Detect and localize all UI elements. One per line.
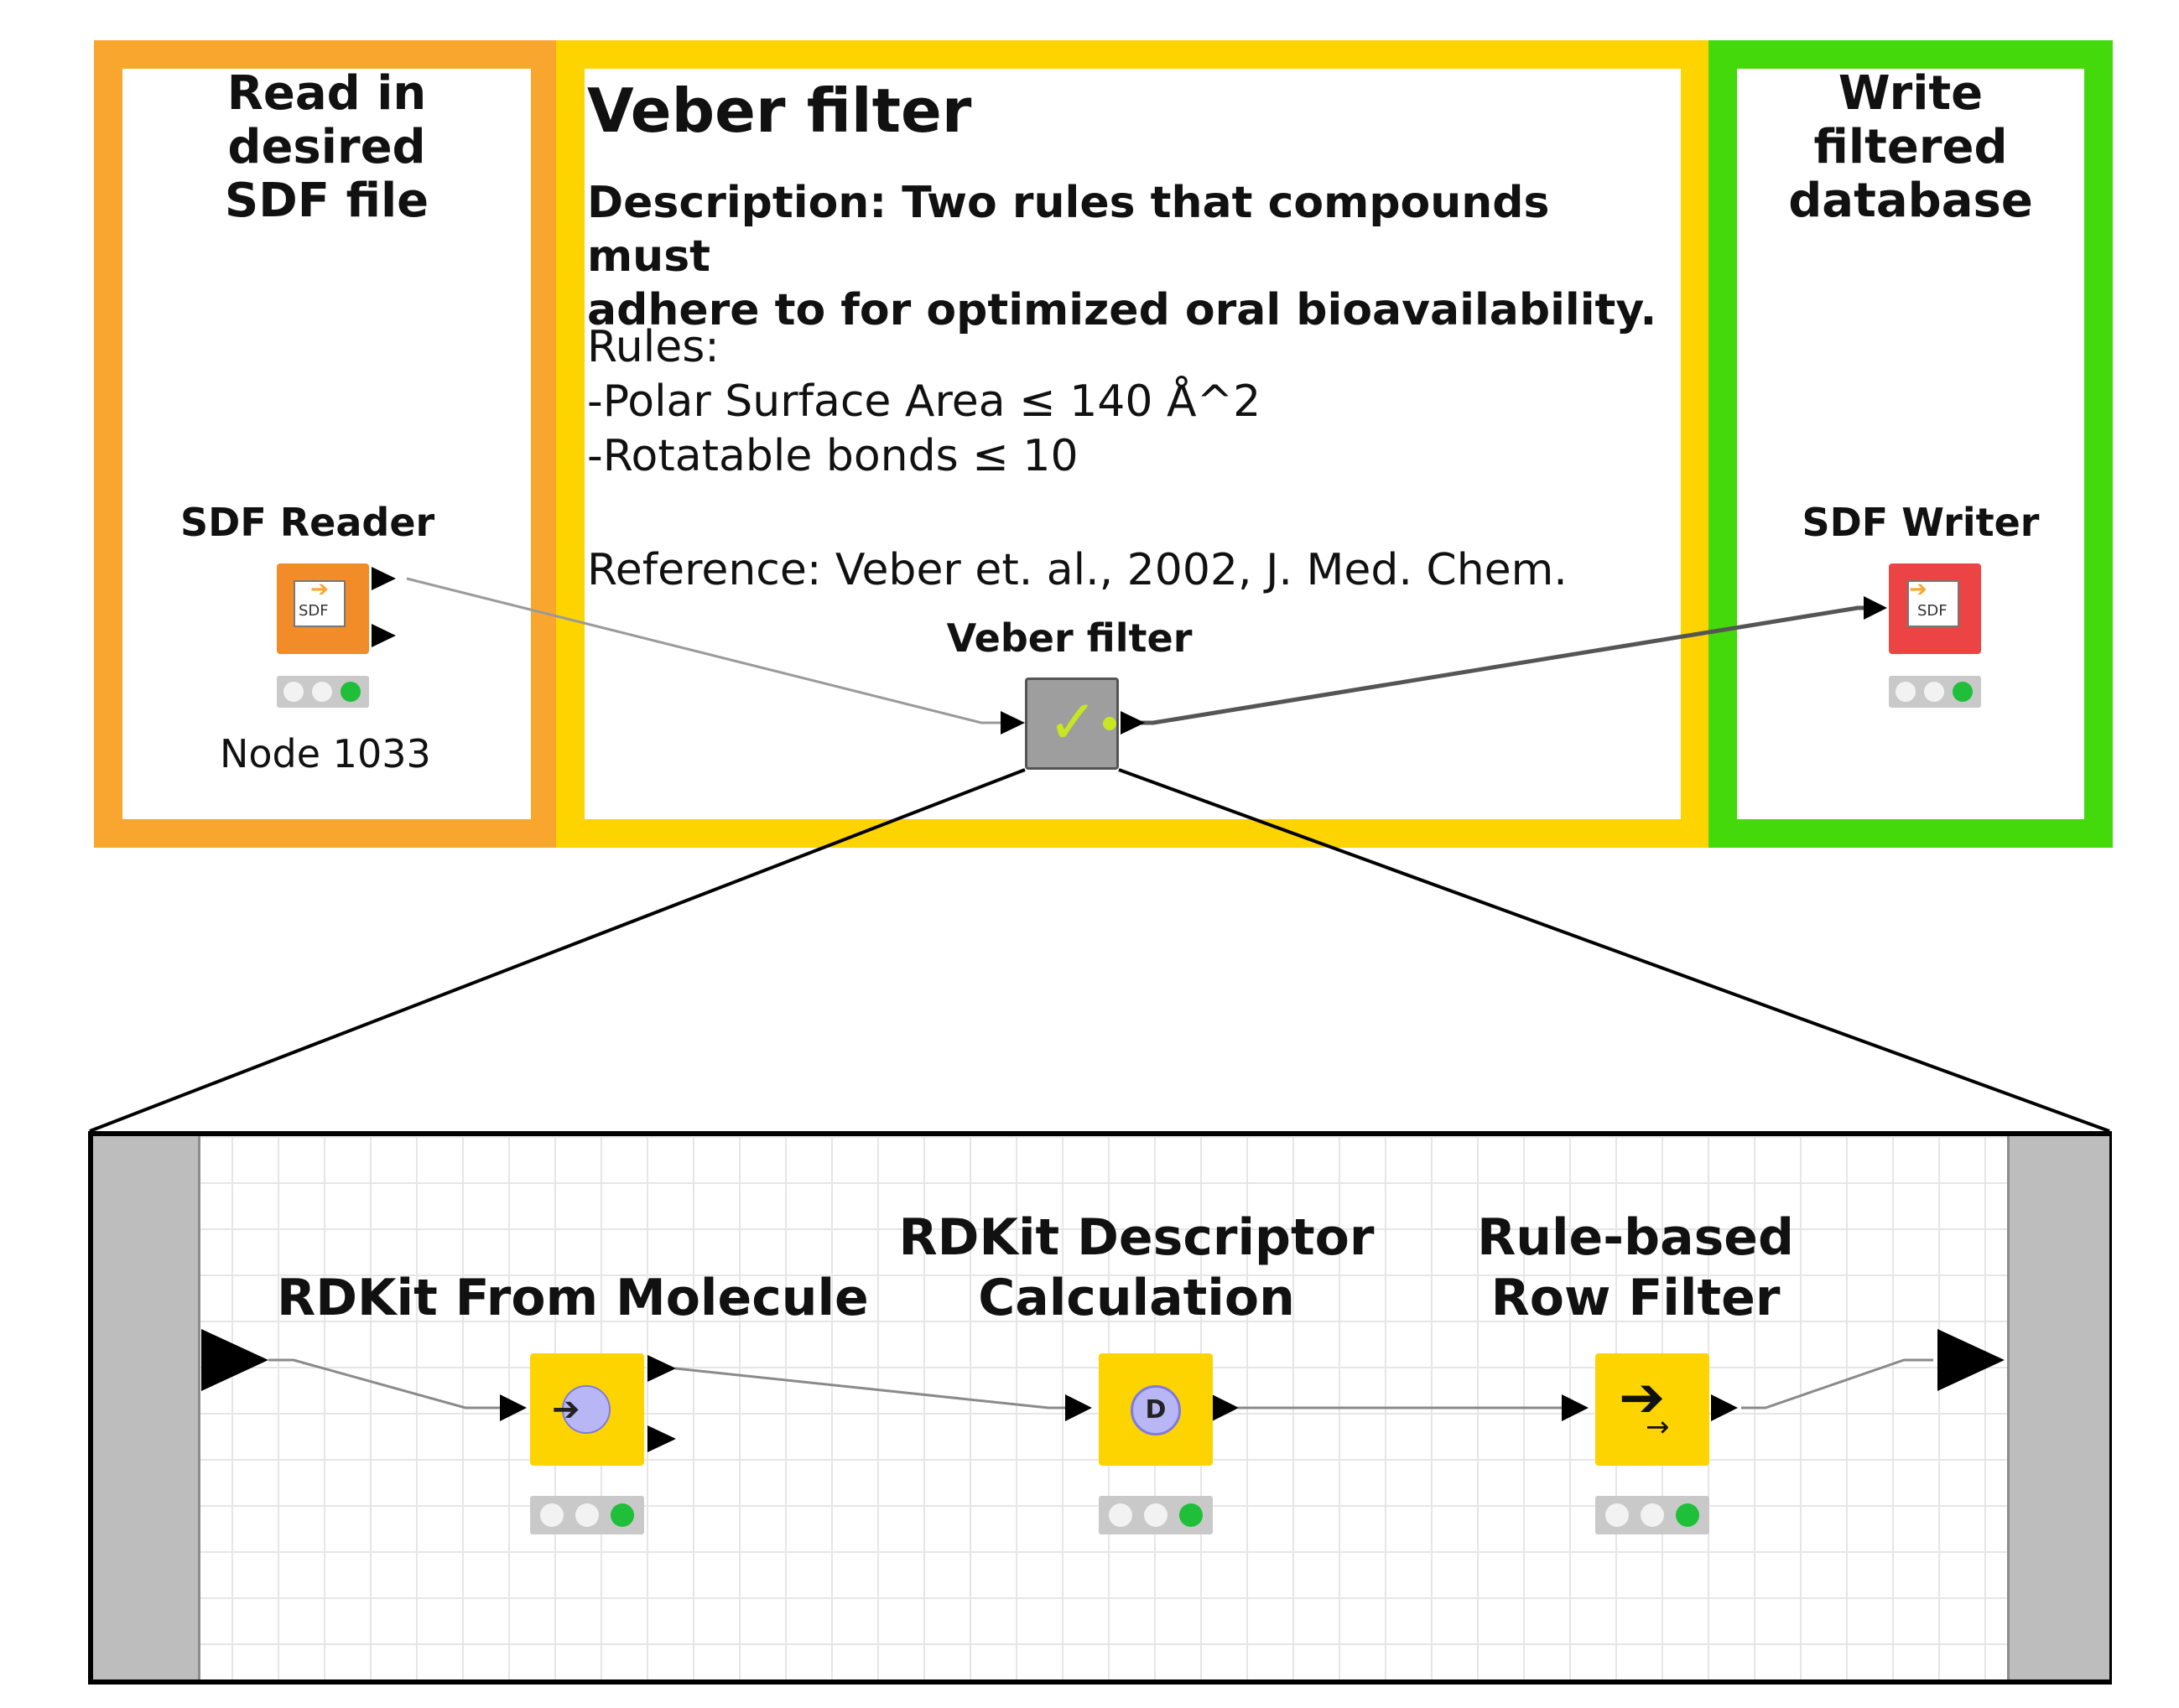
filter-out-port — [1711, 1394, 1738, 1421]
reference-text: Reference: Veber et. al., 2002, J. Med. … — [587, 545, 1568, 595]
arrow-right-icon: ➔ — [1909, 577, 1927, 602]
annotation-veber-filter — [556, 40, 1709, 848]
veber-out-indicator — [1103, 717, 1116, 730]
descriptor-icon: D — [1131, 1385, 1181, 1435]
veber-description: Description: Two rules that compounds mu… — [587, 178, 1657, 335]
metanode-out-port — [1937, 1329, 2005, 1391]
zoom-line-right — [1118, 768, 2110, 1133]
rule-filter-icon: ➔ — [1619, 1365, 1666, 1430]
sdf-writer-node[interactable]: ➔ SDF — [1889, 563, 1981, 654]
rdkit-out-port-1 — [647, 1355, 676, 1382]
annotation-read-sdf — [94, 40, 559, 848]
veber-annotation-title: Veber filter — [587, 75, 972, 146]
reader-out-port-1 — [372, 567, 396, 590]
rdkit-out-port-2 — [647, 1425, 676, 1452]
sdf-reader-status-light — [277, 676, 369, 708]
read-annotation-title: Read in desired SDF file — [224, 66, 429, 228]
rdkit-from-molecule-label: RDKit From Molecule — [277, 1269, 869, 1327]
metanode-in-port — [201, 1329, 268, 1391]
sdf-reader-node-id: Node 1033 — [220, 731, 431, 776]
rule-rotatable-bonds: -Rotatable bonds ≤ 10 — [587, 431, 1079, 481]
rule-based-row-filter-status-light — [1595, 1496, 1709, 1534]
connection-rdkit-to-descriptor — [674, 1367, 1072, 1409]
veber-filter-node[interactable]: ✓ — [1025, 677, 1119, 770]
annotation-write-database — [1708, 40, 2113, 848]
writer-in-port — [1864, 596, 1887, 620]
reader-out-port-2 — [372, 624, 396, 647]
sdf-file-icon: ➔ SDF — [294, 577, 346, 627]
rule-based-row-filter-node[interactable]: ➔ → — [1595, 1353, 1709, 1466]
sdf-writer-status-light — [1889, 676, 1981, 708]
veber-in-port — [1001, 711, 1025, 735]
rule-based-row-filter-label: Rule-based Row Filter — [1477, 1208, 1794, 1327]
checkmark-icon: ✓ — [1048, 687, 1099, 757]
connection-input-to-rdkit — [268, 1358, 507, 1409]
small-arrow-icon: → — [1646, 1410, 1670, 1444]
sdf-reader-node[interactable]: ➔ SDF — [277, 563, 369, 654]
sdf-file-icon: ➔ SDF — [1907, 577, 1959, 627]
veber-out-port — [1121, 711, 1145, 735]
rdkit-from-molecule-status-light — [530, 1496, 644, 1534]
arrow-right-icon: ➔ — [310, 577, 329, 602]
veber-filter-label: Veber filter — [946, 615, 1193, 661]
zoom-line-left — [89, 768, 1026, 1133]
metanode-input-bar — [93, 1136, 200, 1679]
descriptor-out-port — [1212, 1394, 1239, 1421]
rdkit-in-port — [500, 1394, 527, 1421]
rdkit-descriptor-node[interactable]: D — [1099, 1353, 1213, 1466]
sdf-reader-label: SDF Reader — [180, 500, 435, 545]
metanode-output-bar — [2007, 1136, 2109, 1679]
write-annotation-title: Write filtered database — [1788, 66, 2033, 228]
rule-polar-surface-area: -Polar Surface Area ≤ 140 Å^2 — [587, 376, 1261, 427]
connection-reader-to-veber — [406, 577, 1006, 724]
filter-in-port — [1562, 1394, 1589, 1421]
rules-heading: Rules: — [587, 322, 720, 372]
descriptor-in-port — [1065, 1394, 1092, 1421]
sdf-writer-label: SDF Writer — [1802, 500, 2040, 545]
rdkit-descriptor-label: RDKit Descriptor Calculation — [898, 1208, 1375, 1327]
connection-filter-to-output — [1741, 1358, 1933, 1409]
rdkit-from-molecule-node[interactable]: ➔ — [530, 1353, 644, 1466]
arrow-in-circle-icon: ➔ — [552, 1385, 611, 1434]
rdkit-descriptor-status-light — [1099, 1496, 1213, 1534]
